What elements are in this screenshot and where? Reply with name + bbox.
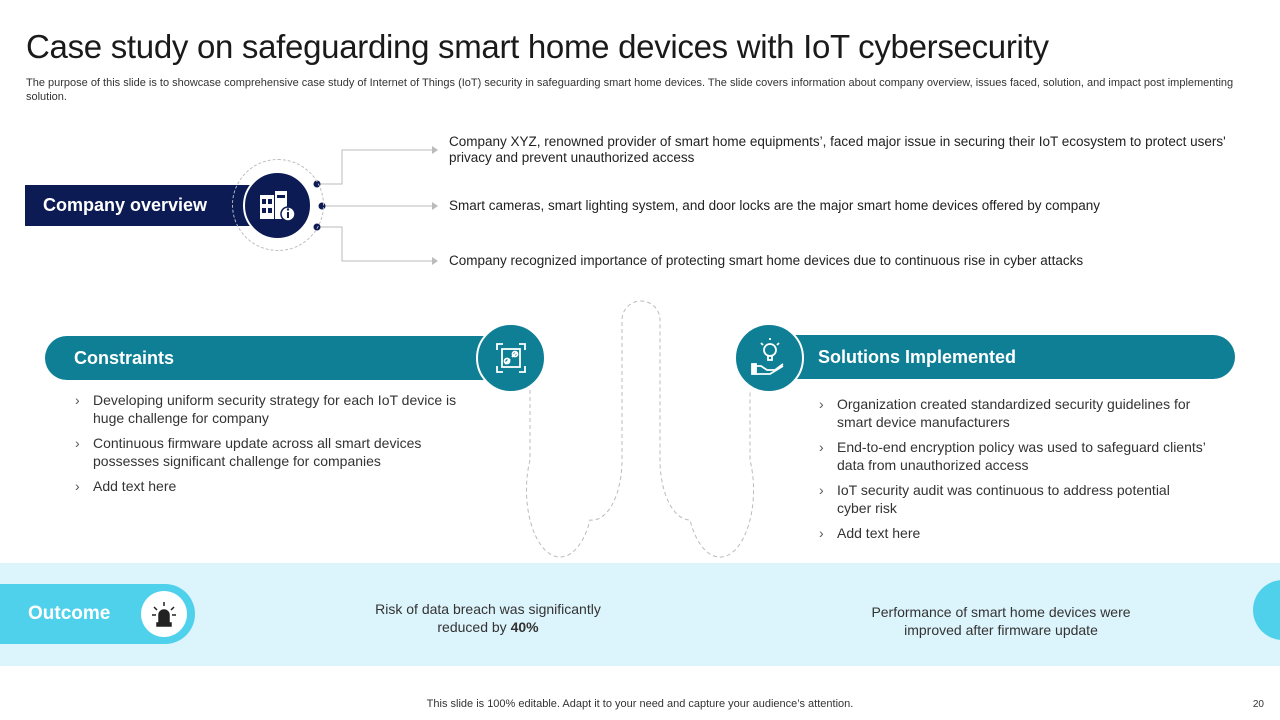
solutions-header: Solutions Implemented [770, 335, 1235, 379]
broken-link-icon [476, 323, 546, 393]
list-item: Add text here [73, 477, 473, 495]
overview-item: Company recognized importance of protect… [449, 253, 1084, 268]
list-item: End-to-end encryption policy was used to… [817, 438, 1207, 474]
outcome-band [0, 563, 1280, 666]
footer-note: This slide is 100% editable. Adapt it to… [426, 698, 854, 710]
list-item: Continuous firmware update across all sm… [73, 434, 473, 470]
overview-item: Smart cameras, smart lighting system, an… [449, 198, 1101, 213]
constraints-header: Constraints [45, 336, 515, 380]
dashed-ring [232, 159, 324, 251]
outcome-value: 40% [510, 619, 539, 635]
list-item: Add text here [817, 524, 1207, 542]
slide-subtitle: The purpose of this slide is to showcase… [26, 77, 1234, 103]
page-number: 20 [1252, 699, 1264, 710]
slide-title: Case study on safeguarding smart home de… [26, 28, 1049, 65]
lightbulb-hand-icon [734, 323, 804, 393]
constraints-list: Developing uniform security strategy for… [73, 391, 473, 502]
outcome-item: Performance of smart home devices were i… [871, 604, 1131, 638]
list-item: Developing uniform security strategy for… [73, 391, 473, 427]
outcome-text: Risk of data breach was significantly re… [375, 601, 601, 635]
solutions-list: Organization created standardized securi… [817, 395, 1207, 549]
list-item: Organization created standardized securi… [817, 395, 1207, 431]
list-item: IoT security audit was continuous to add… [817, 481, 1207, 517]
outcome-item: Risk of data breach was significantly re… [368, 600, 608, 636]
overview-item: Company XYZ, renowned provider of smart … [449, 134, 1226, 165]
alarm-icon [141, 591, 187, 637]
company-overview-label: Company overview [25, 185, 265, 226]
building-info-icon [243, 171, 312, 240]
